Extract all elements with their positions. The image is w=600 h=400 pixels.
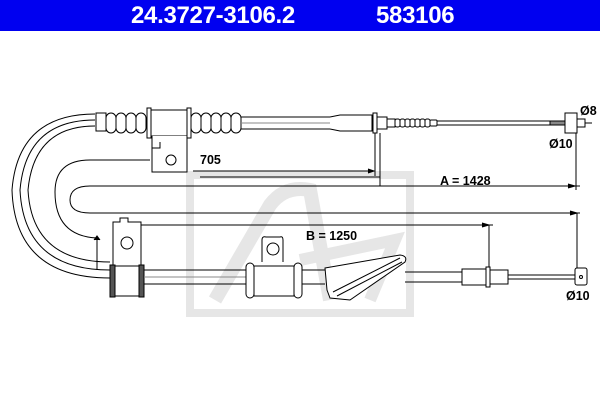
top-end-diameter-outer: Ø8 (580, 104, 597, 118)
mounting-bracket-bottom-mid (261, 236, 284, 262)
dimension-a-label: A = 1428 (440, 174, 491, 188)
ferrule (95, 112, 107, 132)
wedge-guide (324, 254, 407, 301)
mounting-bracket-bottom-left (112, 217, 142, 265)
part-number: 24.3727-3106.2 (131, 2, 295, 29)
bottom-end-diameter: Ø10 (566, 289, 590, 303)
dimension-705-label: 705 (200, 153, 221, 167)
threaded-section (394, 118, 438, 128)
reference-number: 583106 (376, 2, 455, 29)
top-end-nipple (564, 112, 578, 134)
cable-outer-bend (11, 113, 111, 279)
bottom-end-nipple (574, 267, 588, 286)
dimension-705-extension (54, 159, 150, 239)
dimension-b-label: B = 1250 (306, 229, 357, 243)
bellows-right (190, 112, 242, 134)
bellows-left (105, 112, 147, 134)
mounting-bracket-top (151, 136, 188, 173)
boot-body (150, 109, 188, 137)
top-end-diameter-inner: Ø10 (549, 137, 573, 151)
title-bar: 24.3727-3106.2 583106 (0, 0, 600, 31)
